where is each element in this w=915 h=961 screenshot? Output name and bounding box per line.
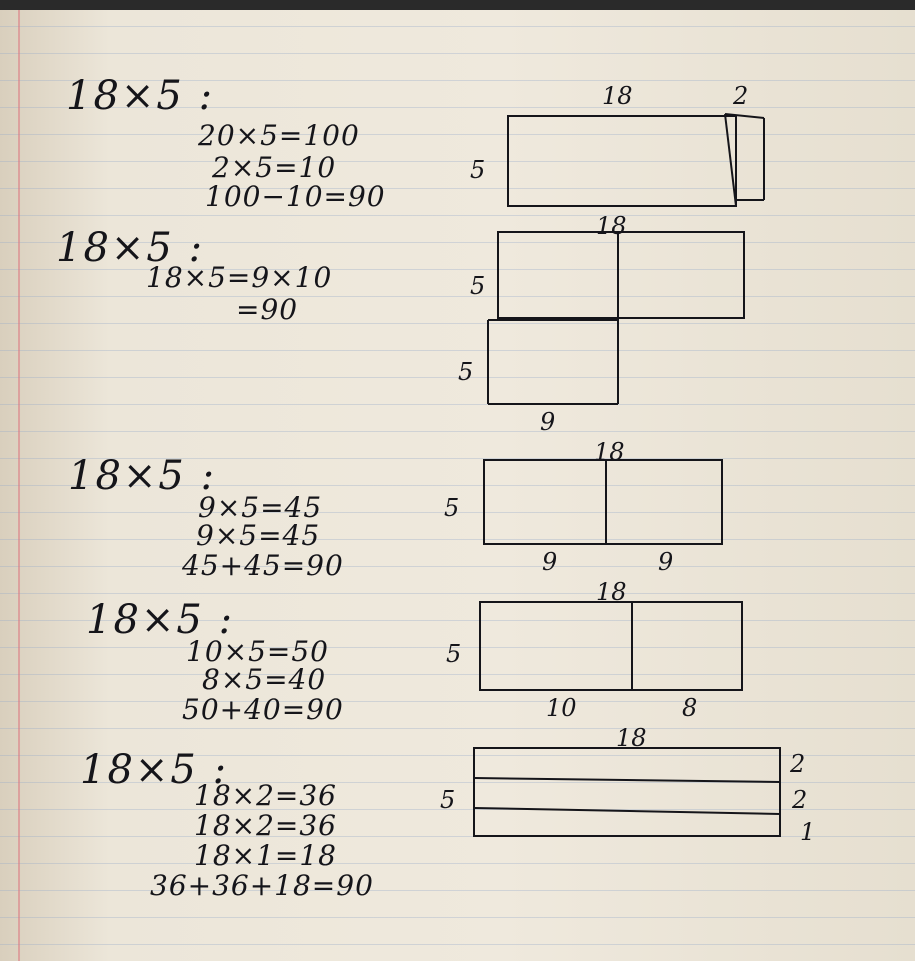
diagram-5-row-line-1 (473, 777, 781, 783)
diagram-1-divider (724, 113, 737, 207)
diagram-4-label-left: 5 (446, 640, 462, 668)
top-edge (0, 0, 915, 10)
diagram-5-label-right-c: 1 (800, 818, 816, 846)
diagram-4-rect (479, 601, 743, 691)
problem-4-title: 18×5 : (86, 597, 235, 643)
diagram-2-label-bottom: 9 (540, 408, 556, 436)
problem-3-step-2: 9×5=45 (196, 519, 321, 552)
diagram-5-label-right-b: 2 (792, 786, 808, 814)
problem-2-step-2: =90 (236, 293, 299, 326)
problem-1-step-3: 100−10=90 (205, 180, 386, 213)
diagram-3-label-bottom-b: 9 (658, 548, 674, 576)
diagram-5-label-top: 18 (616, 724, 647, 752)
problem-5-step-1: 18×2=36 (194, 779, 337, 812)
diagram-2-label-left-a: 5 (470, 272, 486, 300)
diagram-3 (483, 459, 723, 545)
diagram-4-label-top: 18 (596, 578, 627, 606)
diagram-1-label-top-b: 2 (733, 82, 749, 110)
diagram-1-label-left: 5 (470, 156, 486, 184)
diagram-3-label-bottom-a: 9 (542, 548, 558, 576)
diagram-2 (487, 231, 745, 405)
diagram-4-label-bottom-a: 10 (546, 694, 577, 722)
problem-5-step-4: 36+36+18=90 (150, 869, 374, 902)
diagram-2-label-left-b: 5 (458, 358, 474, 386)
diagram-2-label-top: 18 (596, 212, 627, 240)
problem-3-step-1: 9×5=45 (198, 491, 323, 524)
diagram-5-row-line-2 (473, 807, 781, 815)
problem-1-step-1: 20×5=100 (198, 119, 360, 152)
diagram-5-rect (473, 747, 781, 837)
problem-2-step-1: 18×5=9×10 (146, 261, 333, 294)
diagram-3-label-top: 18 (594, 438, 625, 466)
problem-5-step-3: 18×1=18 (194, 839, 337, 872)
diagram-3-rect (483, 459, 723, 545)
diagram-5-label-right-a: 2 (790, 750, 806, 778)
problem-2-title: 18×5 : (56, 225, 205, 271)
problem-1-step-2: 2×5=10 (212, 151, 337, 184)
diagram-1-outer-rect (507, 115, 737, 207)
diagram-5-label-left: 5 (440, 786, 456, 814)
diagram-4-label-bottom-b: 8 (682, 694, 698, 722)
problem-4-step-3: 50+40=90 (182, 693, 344, 726)
diagram-5 (473, 747, 781, 837)
problem-4-step-1: 10×5=50 (186, 635, 329, 668)
diagram-1-extension-top (724, 113, 765, 119)
problem-4-step-2: 8×5=40 (202, 663, 327, 696)
margin-line (18, 10, 20, 961)
diagram-1-label-top-a: 18 (602, 82, 633, 110)
diagram-2-top-rect (497, 231, 745, 319)
problem-5-title: 18×5 : (80, 747, 229, 793)
problem-1-title: 18×5 : (66, 73, 215, 119)
problem-3-title: 18×5 : (68, 453, 217, 499)
problem-5-step-2: 18×2=36 (194, 809, 337, 842)
diagram-3-label-left: 5 (444, 494, 460, 522)
diagram-1 (507, 113, 765, 207)
diagram-4 (479, 601, 743, 691)
problem-3-step-3: 45+45=90 (182, 549, 344, 582)
